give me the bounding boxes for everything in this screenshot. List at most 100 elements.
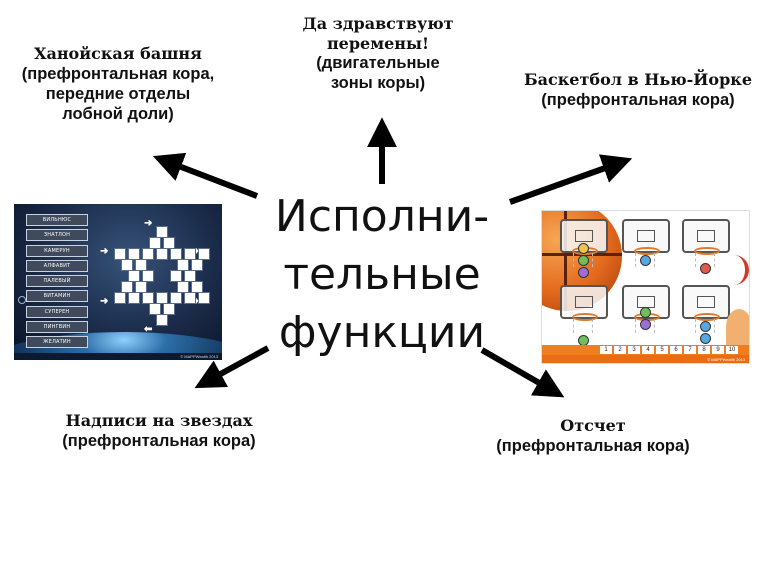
label-basketball-line2: (префронтальная кора) — [541, 90, 735, 109]
label-hanoi-line3: передние отделы — [45, 84, 191, 103]
letter-cell — [128, 248, 140, 260]
pointer-arrow-icon: ⬅ — [144, 324, 153, 335]
ball-token-icon — [700, 333, 711, 344]
label-hanoi-title: Ханойская башня — [34, 44, 202, 63]
letter-cell — [121, 281, 133, 293]
pointer-arrow-icon: ➜ — [100, 296, 109, 307]
backboard-icon — [682, 285, 730, 321]
backboard-icon — [622, 219, 670, 255]
label-hanoi-line2: (префронтальная кора, — [21, 64, 215, 83]
number-cell: 2 — [614, 346, 626, 354]
backboard-icon — [682, 219, 730, 255]
center-title: Исполни- тельные функции — [262, 188, 502, 362]
label-stars-line2: (префронтальная кора) — [62, 431, 256, 450]
letter-cell — [191, 259, 203, 271]
footer-bar: © MAPPWealth 2013 — [14, 353, 222, 360]
ball-token-icon — [700, 263, 711, 274]
ball-token-icon — [578, 267, 589, 278]
letter-cell — [156, 292, 168, 304]
number-cell: 4 — [642, 346, 654, 354]
letter-cell — [142, 248, 154, 260]
number-cell: 7 — [684, 346, 696, 354]
copyright-text: © MAPPWealth 2013 — [180, 354, 218, 359]
label-change-line4: зоны коры) — [330, 74, 426, 93]
number-cell: 8 — [698, 346, 710, 354]
stars-game-image: ВИЛЬНЮС ЗНАТЛОН КАМЕРУН АЛФАВИТ ПАЛЕВЫЙ … — [14, 204, 222, 360]
number-cell: 10 — [726, 346, 738, 354]
letter-cell — [198, 248, 210, 260]
letter-cell — [156, 248, 168, 260]
ball-token-icon — [640, 307, 651, 318]
arrow-to-hanoi — [152, 152, 259, 199]
ball-token-icon — [640, 319, 651, 330]
center-title-line1: Исполни- — [274, 191, 490, 242]
letter-cell — [170, 248, 182, 260]
net-icon — [635, 319, 655, 333]
net-icon — [573, 319, 593, 333]
word-item: ПАЛЕВЫЙ — [26, 275, 88, 288]
letter-cell — [163, 303, 175, 315]
arrow-to-stars — [194, 345, 270, 389]
label-countdown-title: Отсчет — [560, 416, 626, 435]
letter-cell — [142, 292, 154, 304]
letter-cell — [163, 237, 175, 249]
word-item: ПИНГВИН — [26, 321, 88, 334]
number-cell: 5 — [656, 346, 668, 354]
label-change: Да здравствуют перемены! (двигательные з… — [290, 14, 466, 93]
ball-token-icon — [578, 243, 589, 254]
letter-cell — [177, 259, 189, 271]
net-icon — [695, 319, 715, 333]
letter-cell — [128, 270, 140, 282]
label-change-line3: (двигательные — [316, 54, 440, 73]
center-title-line3: функции — [278, 307, 486, 358]
ball-token-icon — [578, 255, 589, 266]
number-cell: 9 — [712, 346, 724, 354]
word-item: ВИТАМИН — [26, 290, 88, 303]
word-item: ЗНАТЛОН — [26, 229, 88, 242]
curved-arrow-icon — [727, 255, 749, 285]
number-cell: 1 — [600, 346, 612, 354]
net-icon — [635, 253, 655, 267]
arrow-to-basketball — [508, 154, 633, 205]
letter-cell — [184, 292, 196, 304]
center-title-line2: тельные — [283, 249, 481, 300]
label-countdown: Отсчет (префронтальная кора) — [474, 416, 712, 456]
label-hanoi: Ханойская башня (префронтальная кора, пе… — [4, 44, 232, 124]
letter-cell — [135, 281, 147, 293]
label-stars: Надписи на звездах (префронтальная кора) — [36, 411, 282, 451]
ball-token-icon — [700, 321, 711, 332]
label-change-title2: перемены! — [326, 33, 430, 53]
letter-cell — [121, 259, 133, 271]
letter-cell — [198, 292, 210, 304]
word-item: АЛФАВИТ — [26, 259, 88, 272]
basketball-game-image: 1 2 3 4 5 6 7 8 9 10 © MAPPWealth 2013 — [541, 210, 750, 364]
backboard-icon — [560, 285, 608, 321]
letter-cell — [191, 281, 203, 293]
letter-cell — [149, 303, 161, 315]
number-cell: 3 — [628, 346, 640, 354]
label-basketball-title: Баскетбол в Нью-Йорке — [523, 70, 753, 89]
label-countdown-line2: (префронтальная кора) — [496, 436, 690, 455]
letter-cell — [114, 292, 126, 304]
letter-cell — [170, 270, 182, 282]
letter-cell — [184, 270, 196, 282]
arrow-to-countdown — [480, 347, 565, 398]
player-figure — [726, 309, 749, 345]
letter-cell — [156, 314, 168, 326]
net-icon — [573, 253, 593, 267]
word-item: ВИЛЬНЮС — [26, 214, 88, 226]
letter-cell — [184, 248, 196, 260]
word-item: ЖЕЛАТИН — [26, 336, 88, 349]
letter-cell — [177, 281, 189, 293]
letter-cell — [156, 226, 168, 238]
word-list: ВИЛЬНЮС ЗНАТЛОН КАМЕРУН АЛФАВИТ ПАЛЕВЫЙ … — [26, 214, 88, 352]
letter-cell — [149, 237, 161, 249]
footer-bar: © MAPPWealth 2013 — [542, 355, 749, 363]
label-change-title1: Да здравствуют — [302, 14, 454, 33]
net-icon — [695, 253, 715, 267]
letter-cell — [170, 292, 182, 304]
copyright-text: © MAPPWealth 2013 — [707, 357, 745, 362]
label-stars-title: Надписи на звездах — [65, 411, 253, 430]
word-item: СУПЕРЕН — [26, 305, 88, 318]
